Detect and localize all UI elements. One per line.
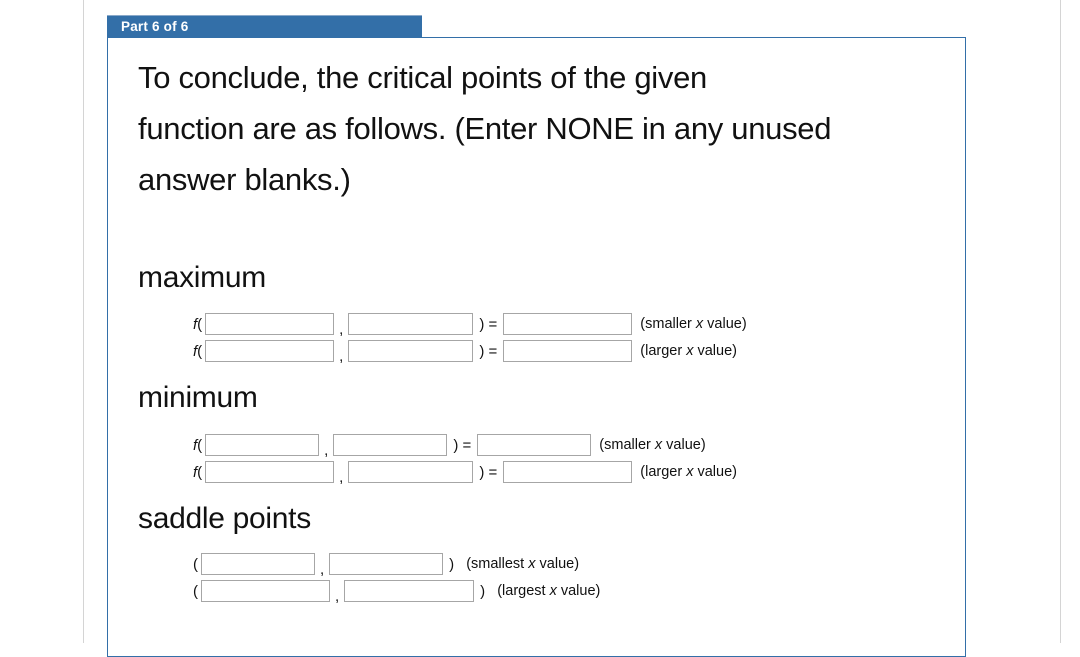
comma-separator: , [320, 560, 325, 578]
maximum-heading: maximum [138, 261, 266, 294]
open-paren-label: ( [193, 555, 198, 573]
smallest-x-note: (smallest x value) [462, 556, 580, 572]
saddle-row-largest: ( , ) (largest x value) [193, 580, 601, 605]
f-open-label: f( [193, 463, 203, 481]
part-tab: Part 6 of 6 [107, 15, 422, 37]
saddle-smallest-y-input[interactable] [329, 553, 444, 575]
minimum-row-larger: f( , ) = (larger x value) [193, 461, 737, 486]
smaller-x-note: (smaller x value) [640, 316, 747, 332]
f-open-label: f( [193, 436, 203, 454]
open-paren-label: ( [193, 582, 198, 600]
comma-separator: , [339, 468, 344, 486]
saddle-points-heading: saddle points [138, 502, 311, 535]
maximum-smaller-value-input[interactable] [503, 313, 633, 335]
minimum-smaller-x-input[interactable] [205, 434, 320, 456]
maximum-smaller-y-input[interactable] [348, 313, 474, 335]
saddle-row-smallest: ( , ) (smallest x value) [193, 553, 580, 578]
largest-x-note: (largest x value) [493, 583, 601, 599]
larger-x-note: (larger x value) [640, 464, 737, 480]
minimum-larger-y-input[interactable] [348, 461, 474, 483]
question-line-1: To conclude, the critical points of the … [138, 60, 707, 95]
close-paren-label: ) [449, 555, 455, 573]
larger-x-note: (larger x value) [640, 343, 737, 359]
comma-separator: , [324, 441, 329, 459]
comma-separator: , [339, 320, 344, 338]
f-open-label: f( [193, 342, 203, 360]
minimum-row-smaller: f( , ) = (smaller x value) [193, 434, 706, 459]
question-line-3: answer blanks.) [138, 162, 351, 197]
f-open-label: f( [193, 315, 203, 333]
saddle-smallest-x-input[interactable] [201, 553, 315, 575]
close-equals-label: ) = [479, 463, 498, 481]
comma-separator: , [335, 587, 340, 605]
question-line-2: function are as follows. (Enter NONE in … [138, 111, 832, 146]
minimum-larger-x-input[interactable] [205, 461, 335, 483]
comma-separator: , [339, 347, 344, 365]
close-paren-label: ) [480, 582, 486, 600]
minimum-larger-value-input[interactable] [503, 461, 633, 483]
minimum-smaller-y-input[interactable] [333, 434, 448, 456]
question-panel: To conclude, the critical points of the … [107, 37, 966, 657]
close-equals-label: ) = [479, 315, 498, 333]
minimum-smaller-value-input[interactable] [477, 434, 592, 456]
part-tab-label: Part 6 of 6 [121, 19, 189, 34]
maximum-larger-y-input[interactable] [348, 340, 474, 362]
minimum-heading: minimum [138, 381, 258, 414]
close-equals-label: ) = [453, 436, 472, 454]
maximum-row-smaller: f( , ) = (smaller x value) [193, 313, 747, 338]
smaller-x-note: (smaller x value) [599, 437, 706, 453]
maximum-larger-x-input[interactable] [205, 340, 335, 362]
maximum-larger-value-input[interactable] [503, 340, 633, 362]
saddle-largest-y-input[interactable] [344, 580, 475, 602]
maximum-row-larger: f( , ) = (larger x value) [193, 340, 737, 365]
question-text: To conclude, the critical points of the … [138, 52, 831, 205]
saddle-largest-x-input[interactable] [201, 580, 330, 602]
close-equals-label: ) = [479, 342, 498, 360]
maximum-smaller-x-input[interactable] [205, 313, 335, 335]
